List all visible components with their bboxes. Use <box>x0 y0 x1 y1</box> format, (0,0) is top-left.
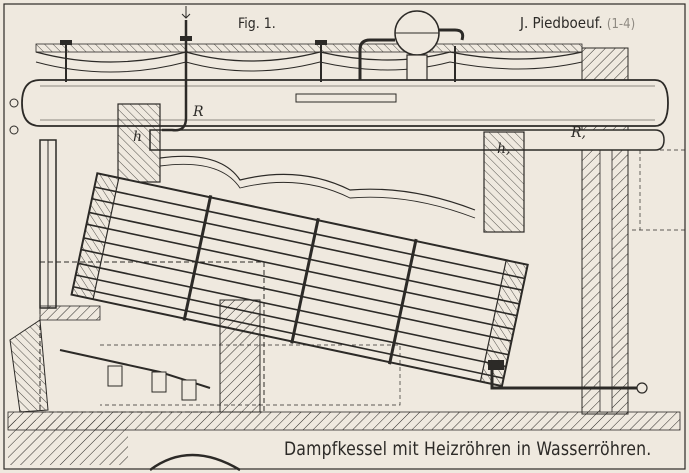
dome-pipe-right <box>439 28 465 41</box>
author-credit: J. Piedboeuf. (1-4) <box>520 14 635 32</box>
tube-bank <box>70 172 529 388</box>
outlet-pipe <box>490 366 640 390</box>
part-label-R: R <box>193 104 204 120</box>
right-wall-inner <box>599 139 613 413</box>
part-label-h1: h, <box>497 141 511 157</box>
part-label-R1: R, <box>571 125 586 141</box>
feed-pipe <box>162 20 188 132</box>
lower-drum <box>149 129 665 151</box>
figure-number: Fig. 1. <box>238 16 276 32</box>
header-h1 <box>483 131 525 233</box>
outer-border <box>3 3 686 470</box>
ground-hatch-left <box>8 420 128 465</box>
top-arch-lower <box>35 61 583 73</box>
top-arch <box>35 51 583 63</box>
bank-arch <box>159 155 476 211</box>
author-range: (1-4) <box>606 17 636 32</box>
flue-outline <box>100 344 401 406</box>
top-beam <box>35 43 583 53</box>
furnace-wall <box>219 299 261 413</box>
fire-door <box>9 319 49 413</box>
fig2-fragment <box>149 453 241 472</box>
dashed-outline <box>632 149 686 231</box>
dome-pipe-left <box>358 38 395 95</box>
header-h <box>117 103 161 183</box>
upper-drum <box>21 79 669 127</box>
author-name: J. Piedboeuf. <box>520 14 603 32</box>
part-label-h: h <box>133 129 143 145</box>
figure-caption: Dampfkessel mit Heizröhren in Wasserröhr… <box>284 438 652 460</box>
